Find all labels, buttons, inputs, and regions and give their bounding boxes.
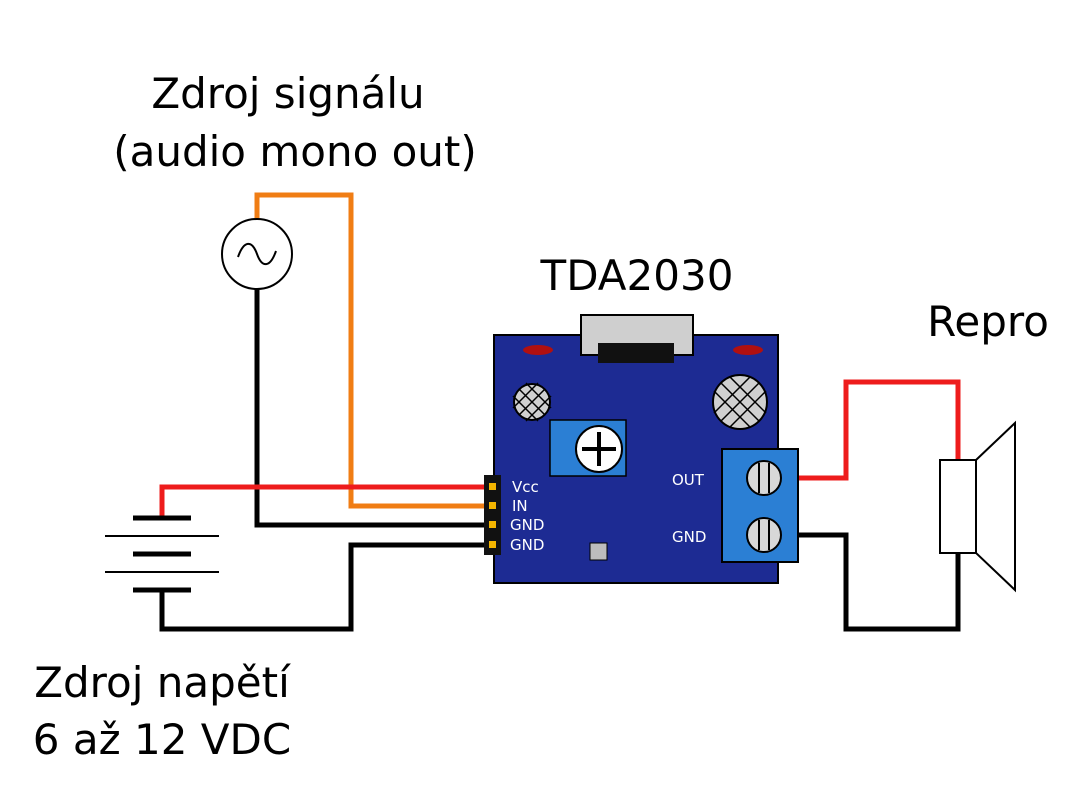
module-title: TDA2030: [540, 251, 734, 300]
mounting-hole-right: [712, 374, 768, 430]
pin-label-gnd2: GND: [510, 536, 544, 554]
signal-wire: [254, 192, 484, 509]
pin-label-vcc: Vcc: [512, 478, 539, 496]
speaker-icon: [939, 420, 1016, 593]
pin-label-in: IN: [512, 497, 528, 515]
tda2030-module: Vcc IN GND GND OUT GND: [484, 314, 799, 584]
terminal-screw-out: [746, 460, 782, 496]
signal-source-subtitle: (audio mono out): [113, 127, 477, 176]
potentiometer-cross-icon: [582, 432, 616, 466]
speaker-positive-wire: [798, 379, 961, 481]
ac-source-symbol: [221, 218, 293, 290]
smd-component-left: [523, 345, 553, 355]
mounting-hole-left: [512, 382, 552, 422]
smd-component-right: [733, 345, 763, 355]
sine-wave-icon: [237, 242, 277, 266]
pin-gnd2-pad: [489, 541, 496, 548]
power-positive-wire: [159, 484, 484, 518]
pin-vcc-pad: [489, 483, 496, 490]
speaker-ground-wire: [798, 532, 961, 632]
pin-in-pad: [489, 502, 496, 509]
terminal-label-out: OUT: [672, 471, 705, 489]
smd-square-component: [589, 542, 608, 561]
signal-ground-wire: [254, 286, 484, 528]
terminal-label-gnd: GND: [672, 528, 706, 546]
chip-body: [598, 343, 674, 363]
power-source-title: Zdroj napětí: [34, 658, 291, 707]
pin-gnd1-pad: [489, 521, 496, 528]
battery-symbol: [105, 515, 219, 593]
terminal-screw-gnd: [746, 517, 782, 553]
pin-label-gnd1: GND: [510, 516, 544, 534]
power-ground-wire: [159, 542, 484, 632]
speaker-title: Repro: [927, 297, 1049, 346]
pin-header: [484, 475, 501, 555]
signal-source-title: Zdroj signálu: [151, 69, 424, 118]
power-source-subtitle: 6 až 12 VDC: [33, 715, 291, 764]
